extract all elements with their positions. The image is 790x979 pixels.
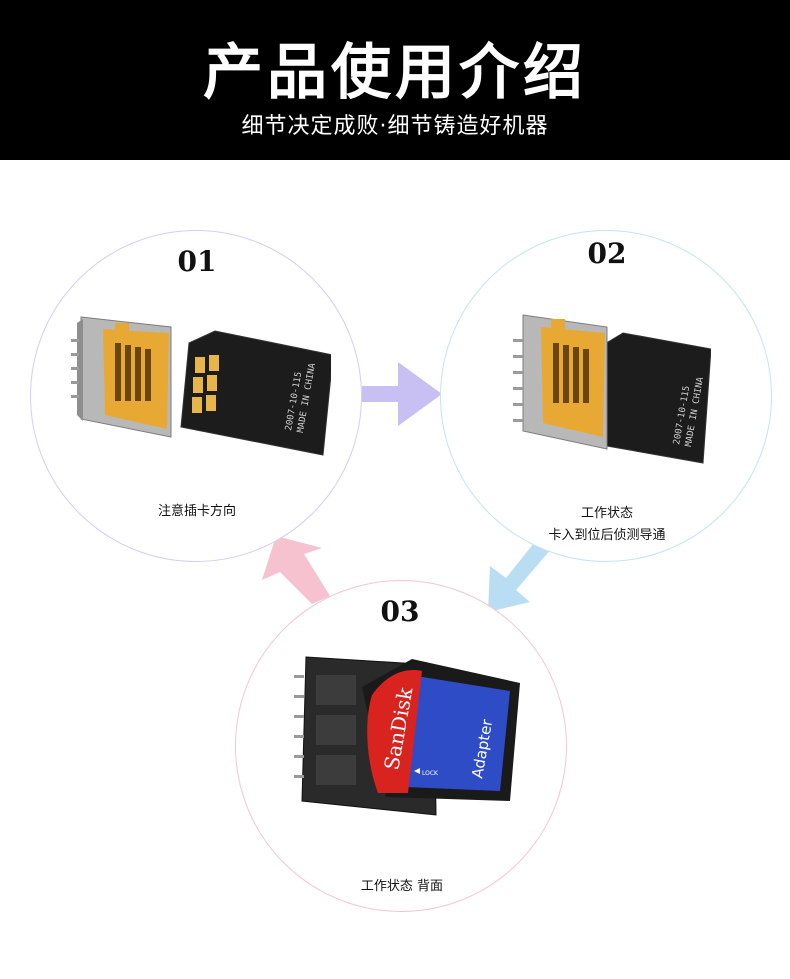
step-1-product-image: 2007-10-115 MADE IN CHINA [71,316,331,456]
step-2-caption-line-2: 卡入到位后侦测导通 [548,528,666,543]
arrow-step1-to-step2 [362,362,442,426]
step-3-caption-line: 工作状态 背面 [360,879,444,894]
step-3-circle: 03 SanDisk Adapter LOCK 工作状态 背面 [235,580,567,912]
step-3-product-image: SanDisk Adapter LOCK [294,656,520,816]
arrow-step3-to-step1 [262,536,330,604]
step-1-number: 01 [177,245,217,278]
arrow-step2-to-step3 [488,538,552,612]
step-2-number: 02 [587,237,627,270]
step-2-circle: 02 2007-10-115 MADE IN CHINA 工作状态 卡入到位后侦… [440,230,772,562]
step-2-product-image: 2007-10-115 MADE IN CHINA [513,314,711,464]
step-3-number: 03 [380,595,420,628]
header-banner: 产品使用介绍 细节决定成败·细节铸造好机器 [0,0,790,160]
page-subtitle: 细节决定成败·细节铸造好机器 [241,114,549,139]
lock-text: LOCK [422,770,439,777]
step-2-caption-line-1: 工作状态 [580,506,633,521]
page-title: 产品使用介绍 [203,38,587,108]
step-1-circle: 01 2007-10- [30,230,362,562]
lock-arrow-icon [414,768,420,774]
step-1-caption-line: 注意插卡方向 [157,504,236,519]
